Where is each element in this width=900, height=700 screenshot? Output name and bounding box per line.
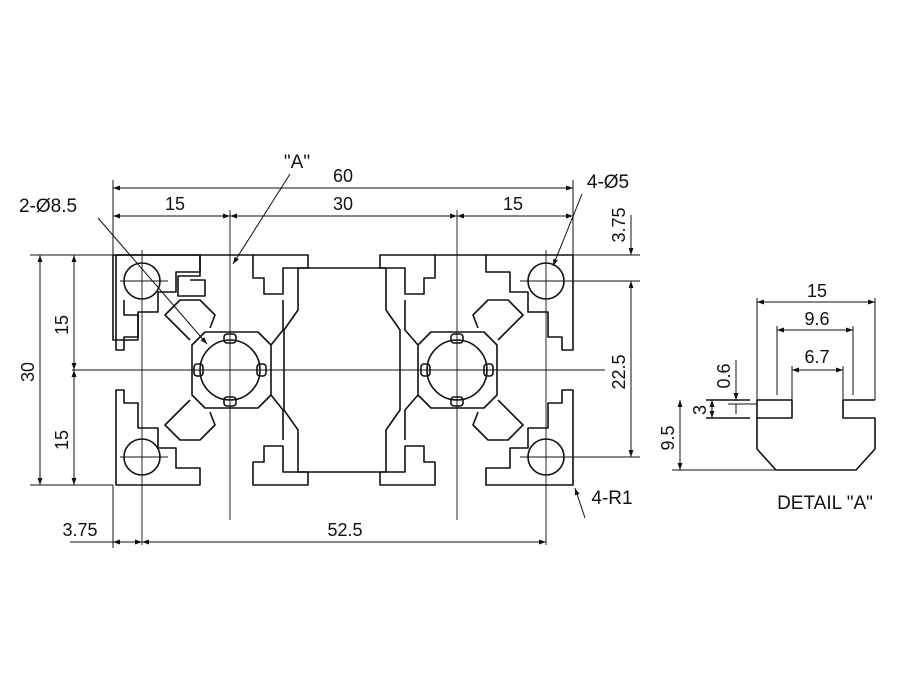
dim-upper-half: 15 [52,315,72,335]
chamber-left [270,300,284,440]
detail-dim-lip-thickness: 0.6 [714,363,734,388]
dim-right-segment: 15 [503,194,523,214]
web-left-lower [164,399,216,441]
slot-top-left [252,254,309,295]
dim-lower-half: 15 [52,430,72,450]
detail-outline [756,399,876,471]
detail-dim-width: 15 [807,281,827,301]
web-right-upper [472,299,524,341]
dim-overall-height: 30 [18,362,38,382]
detail-dim-lip-depth: 3 [690,405,710,415]
profile-outline [112,254,206,341]
slot-bottom-right [379,445,436,486]
callouts: "A" 2-Ø8.5 4-Ø5 4-R1 [19,152,633,519]
detail-title: DETAIL "A" [777,493,873,514]
corner-top-right [485,254,574,351]
dim-left-segment: 15 [165,194,185,214]
dim-hole-spacing: 52.5 [327,520,362,540]
dim-top-offset: 3.75 [609,207,629,242]
dim-overall-width: 60 [333,166,353,186]
detail-dim-slot-outer: 9.6 [804,309,829,329]
holes-center-label: 2-Ø8.5 [19,196,77,217]
slot-bottom-left [252,445,309,486]
corner-radius-label: 4-R1 [591,488,632,509]
dim-middle-segment: 30 [333,194,353,214]
profile-section [72,210,640,545]
detail-dim-slot-inner: 6.7 [804,347,829,367]
central-cavity [283,267,401,473]
detail-dim-total-depth: 9.5 [658,425,678,450]
node-right [417,331,498,409]
web-left-upper [164,299,216,341]
holes-corner-label: 4-Ø5 [587,172,629,193]
main-dimensions: 60 15 30 15 30 15 15 22.5 3.75 3.75 52.5 [18,166,640,548]
slot-top-right [379,254,436,295]
chamber-right [404,300,419,440]
detail-ref-label: "A" [284,152,310,173]
detail-view: 15 9.6 6.7 0.6 3 9.5 DETAIL "A" [658,281,876,514]
corner-bottom-left [115,389,201,486]
corner-bottom-right [485,389,574,486]
web-right-lower [472,399,524,441]
dim-left-offset: 3.75 [62,520,97,540]
corner-top-left [115,254,201,351]
dim-inner-height: 22.5 [609,354,629,389]
